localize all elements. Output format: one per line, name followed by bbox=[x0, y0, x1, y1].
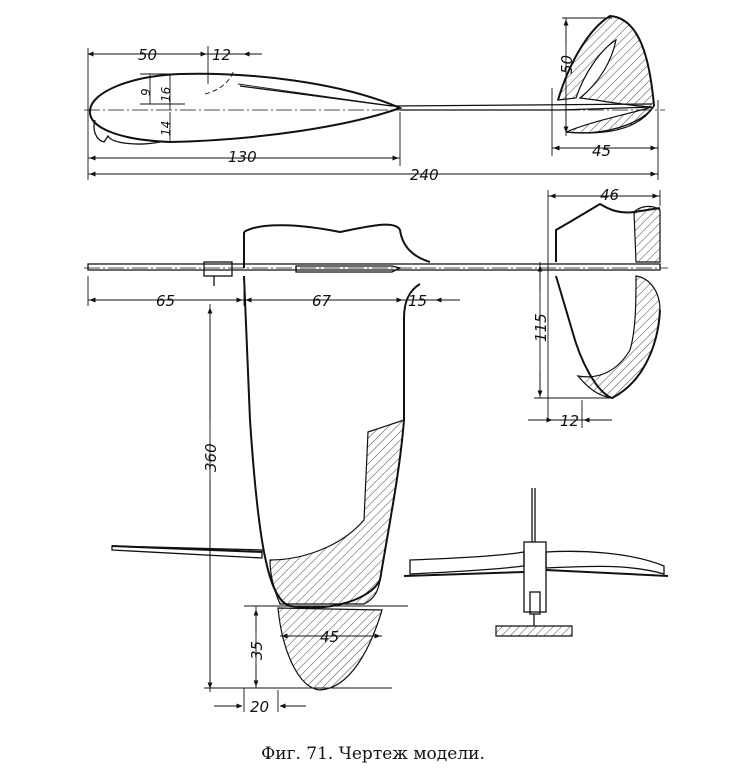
fuselage-front bbox=[523, 541, 547, 613]
front-views bbox=[111, 488, 669, 637]
dim-20: 20 bbox=[250, 698, 269, 716]
dim-45-fin: 45 bbox=[592, 142, 611, 160]
dim-12-stab: 12 bbox=[560, 412, 579, 430]
figure-caption: Фиг. 71. Чертеж модели. bbox=[261, 744, 485, 764]
dim-360: 360 bbox=[202, 443, 220, 472]
dim-45-tip: 45 bbox=[320, 628, 339, 646]
dim-9: 9 bbox=[139, 88, 153, 96]
plan-view: 46 65 67 15 115 12 360 45 bbox=[84, 186, 668, 716]
fuselage-plan bbox=[87, 263, 661, 271]
dim-50-fin: 50 bbox=[558, 55, 576, 74]
dim-14: 14 bbox=[159, 121, 173, 136]
wing-front bbox=[409, 551, 525, 575]
wing-tip-hatch bbox=[269, 419, 405, 605]
dim-46: 46 bbox=[600, 186, 619, 204]
dim-16: 16 bbox=[159, 86, 173, 102]
dim-240: 240 bbox=[410, 166, 439, 184]
dim-67: 67 bbox=[312, 292, 332, 310]
dim-15: 15 bbox=[408, 292, 427, 310]
ballast-box bbox=[203, 261, 233, 277]
dim-65: 65 bbox=[156, 292, 175, 310]
side-view: 50 12 9 16 14 130 240 50 bbox=[84, 14, 665, 184]
wing-front-left bbox=[111, 545, 263, 559]
wing-leading-edge bbox=[93, 119, 161, 145]
wing-profile bbox=[88, 72, 403, 144]
stand-hatch bbox=[495, 625, 573, 637]
dim-35: 35 bbox=[248, 641, 266, 660]
wing-tip-plan bbox=[277, 607, 383, 691]
stabilizer-upper bbox=[633, 205, 661, 263]
dim-12-top: 12 bbox=[212, 46, 231, 64]
dim-50-top: 50 bbox=[138, 46, 157, 64]
dim-115: 115 bbox=[532, 313, 550, 342]
dim-130: 130 bbox=[228, 148, 257, 166]
stabilizer-lower bbox=[576, 275, 661, 399]
